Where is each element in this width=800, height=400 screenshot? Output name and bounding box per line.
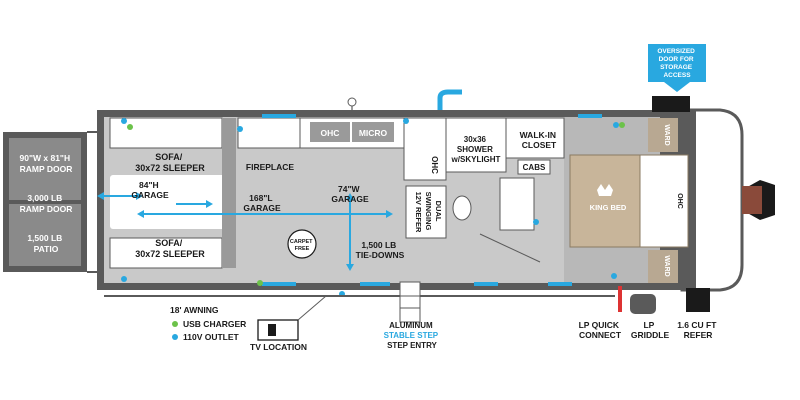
wardrobe-bottom: [648, 250, 678, 283]
outlet-dots: [121, 118, 625, 297]
king-bed-pillows: [639, 154, 689, 248]
windows: [262, 114, 602, 286]
ohc-side-label: OHC: [430, 156, 439, 174]
fireplace-unit: [237, 117, 301, 149]
outlet-legend-dot: [172, 334, 178, 340]
ramp-door-dimension-label: 90"W x 81"H RAMP DOOR: [20, 153, 73, 174]
sewer-hose-icon: [437, 89, 462, 110]
110v-outlet-label: 110V OUTLET: [183, 332, 240, 342]
lp-griddle-label: LP GRIDDLE: [631, 320, 670, 340]
step-entry: [399, 281, 421, 323]
tie-downs-label: 1,500 LB TIE-DOWNS: [356, 240, 405, 260]
wardrobe-top: [648, 118, 678, 152]
garage-84-label: 84"H GARAGE: [131, 180, 169, 200]
walk-in-closet: [505, 117, 565, 159]
garage-168-label: 168"L GARAGE: [243, 193, 281, 213]
tv-location-label: TV LOCATION: [250, 342, 307, 352]
tv-leader-line: [297, 295, 327, 321]
storage-door: [652, 96, 690, 112]
step-entry-label: ALUMINUM STABLE STEP STEP ENTRY: [384, 321, 441, 350]
usb-legend-dot: [172, 321, 178, 327]
dual-refer: [405, 185, 447, 239]
lp-quick-connect-marker: [618, 286, 622, 312]
king-bed-label: KING BED: [590, 203, 627, 212]
garage-74-label: 74"W GARAGE: [331, 184, 369, 204]
cabs-label: CABS: [523, 163, 546, 172]
tv-remote-icon: [257, 319, 299, 341]
king-bed: [569, 154, 649, 248]
sofa-bottom-label: SOFA/ 30x72 SLEEPER: [135, 238, 205, 259]
refer-box: [686, 288, 710, 312]
arrow-heads: [97, 192, 393, 271]
awning-label: 18' AWNING: [170, 305, 219, 315]
walk-in-closet-label: WALK-IN CLOSET: [520, 130, 559, 150]
lp-quick-connect-label: LP QUICK CONNECT: [579, 320, 622, 340]
dual-refer-label: DUAL SWINGING 12V REFER: [414, 192, 443, 233]
down-arrow-callout-icon: [648, 44, 706, 92]
storage-door-callout-label: OVERSIZED DOOR FOR STORAGE ACCESS: [657, 48, 696, 79]
bath-door-swing: [479, 233, 541, 263]
sofa-top: [109, 117, 223, 149]
ward-top-label: WARD: [663, 124, 670, 145]
vent-icon: [347, 97, 357, 107]
lp-griddle: [630, 294, 656, 314]
usb-charger-label: USB CHARGER: [183, 319, 246, 329]
bath-vanity: [499, 177, 535, 231]
microwave: [352, 122, 394, 142]
hitch-jack: [742, 186, 762, 214]
sofa-bottom: [109, 237, 223, 269]
shower: [445, 117, 507, 173]
crown-icon: [597, 184, 613, 196]
shower-label: 30x36 SHOWER w/SKYLIGHT: [451, 135, 501, 164]
carpet-free-label: CARPET FREE: [290, 239, 314, 252]
ohc-cabinet: [310, 122, 350, 142]
fireplace-label: FIREPLACE: [246, 162, 295, 172]
sofa-top-label: SOFA/ 30x72 SLEEPER: [135, 152, 205, 173]
micro-label: MICRO: [359, 128, 388, 138]
refer-label: 1.6 CU FT REFER: [677, 320, 719, 340]
carpet-free-badge-icon: [287, 229, 317, 259]
ohc-bed-label: OHC: [676, 193, 683, 209]
ramp-door-panel: [3, 131, 97, 273]
garage-partition: [222, 118, 236, 268]
toilet: [452, 195, 472, 221]
ward-bottom-label: WARD: [663, 255, 670, 276]
patio-label: 1,500 LB PATIO: [27, 233, 64, 254]
garage-white-area: [110, 175, 228, 229]
ramp-door-weight-label: 3,000 LB RAMP DOOR: [20, 193, 73, 214]
ohc-top-label: OHC: [321, 128, 340, 138]
cabs-box: [517, 159, 551, 175]
garage-dimension-arrows: [100, 195, 390, 268]
